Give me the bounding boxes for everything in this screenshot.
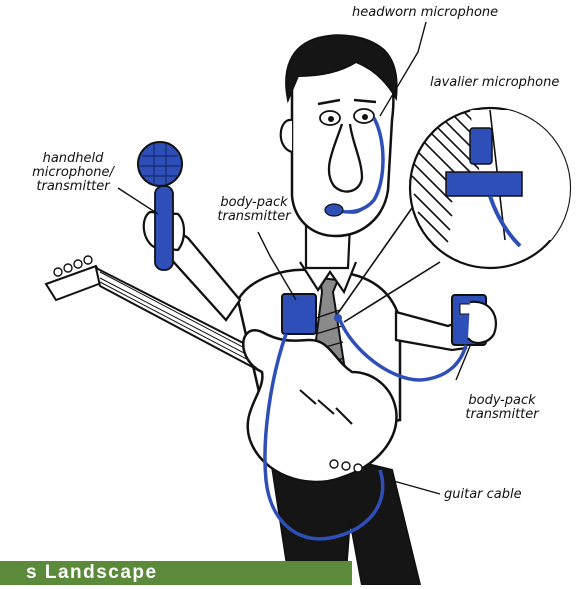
label-handheld-line3: transmitter [18, 180, 128, 194]
label-bodypack-right-line2: transmitter [452, 408, 552, 422]
label-bodypack-right: body-pack transmitter [452, 394, 552, 422]
right-hand [468, 302, 496, 343]
label-handheld-line1: handheld [18, 152, 128, 166]
label-bodypack-left: body-pack transmitter [208, 196, 300, 224]
section-banner: s Landscape [0, 561, 352, 585]
label-handheld-line2: microphone/ [18, 166, 128, 180]
label-handheld-microphone: handheld microphone/ transmitter [18, 152, 128, 194]
lavalier-detail [408, 108, 570, 268]
label-bodypack-left-line1: body-pack [208, 196, 300, 210]
label-lavalier-microphone: lavalier microphone [430, 76, 559, 90]
label-bodypack-right-line1: body-pack [452, 394, 552, 408]
label-guitar-cable: guitar cable [444, 488, 522, 502]
label-bodypack-left-line2: transmitter [208, 210, 300, 224]
bodypack-transmitter-left [282, 294, 316, 334]
label-headworn-microphone: headworn microphone [352, 6, 498, 20]
